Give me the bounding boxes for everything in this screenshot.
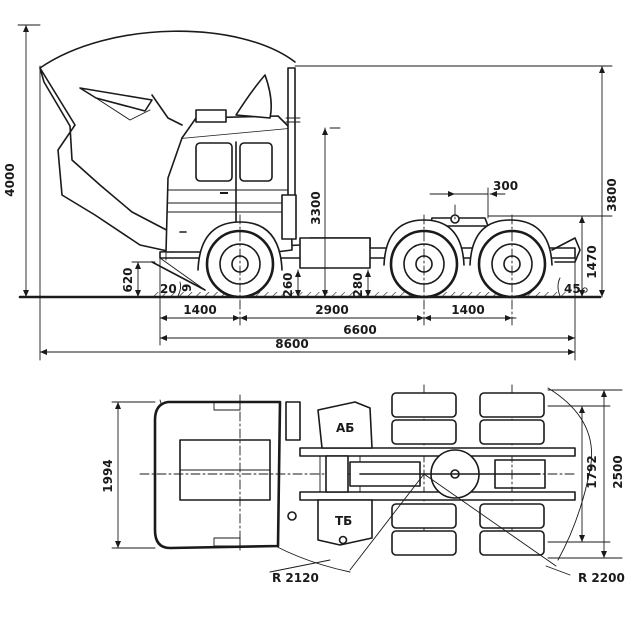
cab-window-side bbox=[239, 142, 273, 182]
cab-top bbox=[153, 400, 301, 550]
cab-window-front bbox=[195, 142, 233, 182]
cab-tilt-arc bbox=[39, 30, 296, 69]
air-filter bbox=[281, 194, 297, 240]
roof-box bbox=[195, 109, 227, 123]
dim-1792: 1792 bbox=[585, 455, 599, 488]
fuel-tank-side bbox=[299, 237, 371, 269]
dim-20: 20 bbox=[160, 282, 177, 296]
radius-rear: R 2200 bbox=[578, 571, 625, 585]
dim-3800: 3800 bbox=[605, 178, 619, 211]
rear-tires-top bbox=[391, 392, 545, 556]
radius-front: R 2120 bbox=[272, 571, 319, 585]
dim-1400-rear: 1400 bbox=[451, 303, 484, 317]
dim-260: 260 bbox=[281, 272, 295, 297]
cab bbox=[151, 109, 293, 291]
dim-1400-front: 1400 bbox=[183, 303, 216, 317]
dim-6600: 6600 bbox=[343, 323, 376, 337]
rear-wheel-2 bbox=[469, 219, 553, 299]
dim-280: 280 bbox=[351, 272, 365, 297]
dim-4000: 4000 bbox=[3, 163, 17, 196]
dim-2900: 2900 bbox=[315, 303, 348, 317]
fuel-tank-label: ТБ bbox=[335, 514, 352, 528]
dim-2500: 2500 bbox=[611, 455, 625, 488]
ground-hatch bbox=[150, 292, 570, 297]
rear-turning-arc bbox=[547, 387, 593, 561]
side-view: 4000 3800 3300 300 1470 620 260 280 20 9 bbox=[3, 24, 619, 361]
dim-3300: 3300 bbox=[309, 191, 323, 224]
air-deflector bbox=[235, 74, 272, 119]
dim-45: 45 bbox=[564, 282, 581, 296]
dim-620: 620 bbox=[121, 267, 135, 292]
fuel-tank-top bbox=[317, 499, 373, 546]
dim-1470: 1470 bbox=[585, 245, 599, 278]
tilted-cab-outline bbox=[39, 67, 183, 253]
top-view: АБ ТБ 1994 bbox=[101, 384, 625, 585]
dim-9: 9 bbox=[180, 284, 194, 292]
battery-label: АБ bbox=[336, 421, 354, 435]
rear-wheel-1 bbox=[383, 219, 465, 299]
dim-8600: 8600 bbox=[275, 337, 308, 351]
dim-300: 300 bbox=[493, 179, 518, 193]
roof-top-box bbox=[285, 401, 301, 441]
dim-1994: 1994 bbox=[101, 459, 115, 492]
door-handle bbox=[220, 192, 228, 194]
battery-box bbox=[317, 401, 373, 449]
